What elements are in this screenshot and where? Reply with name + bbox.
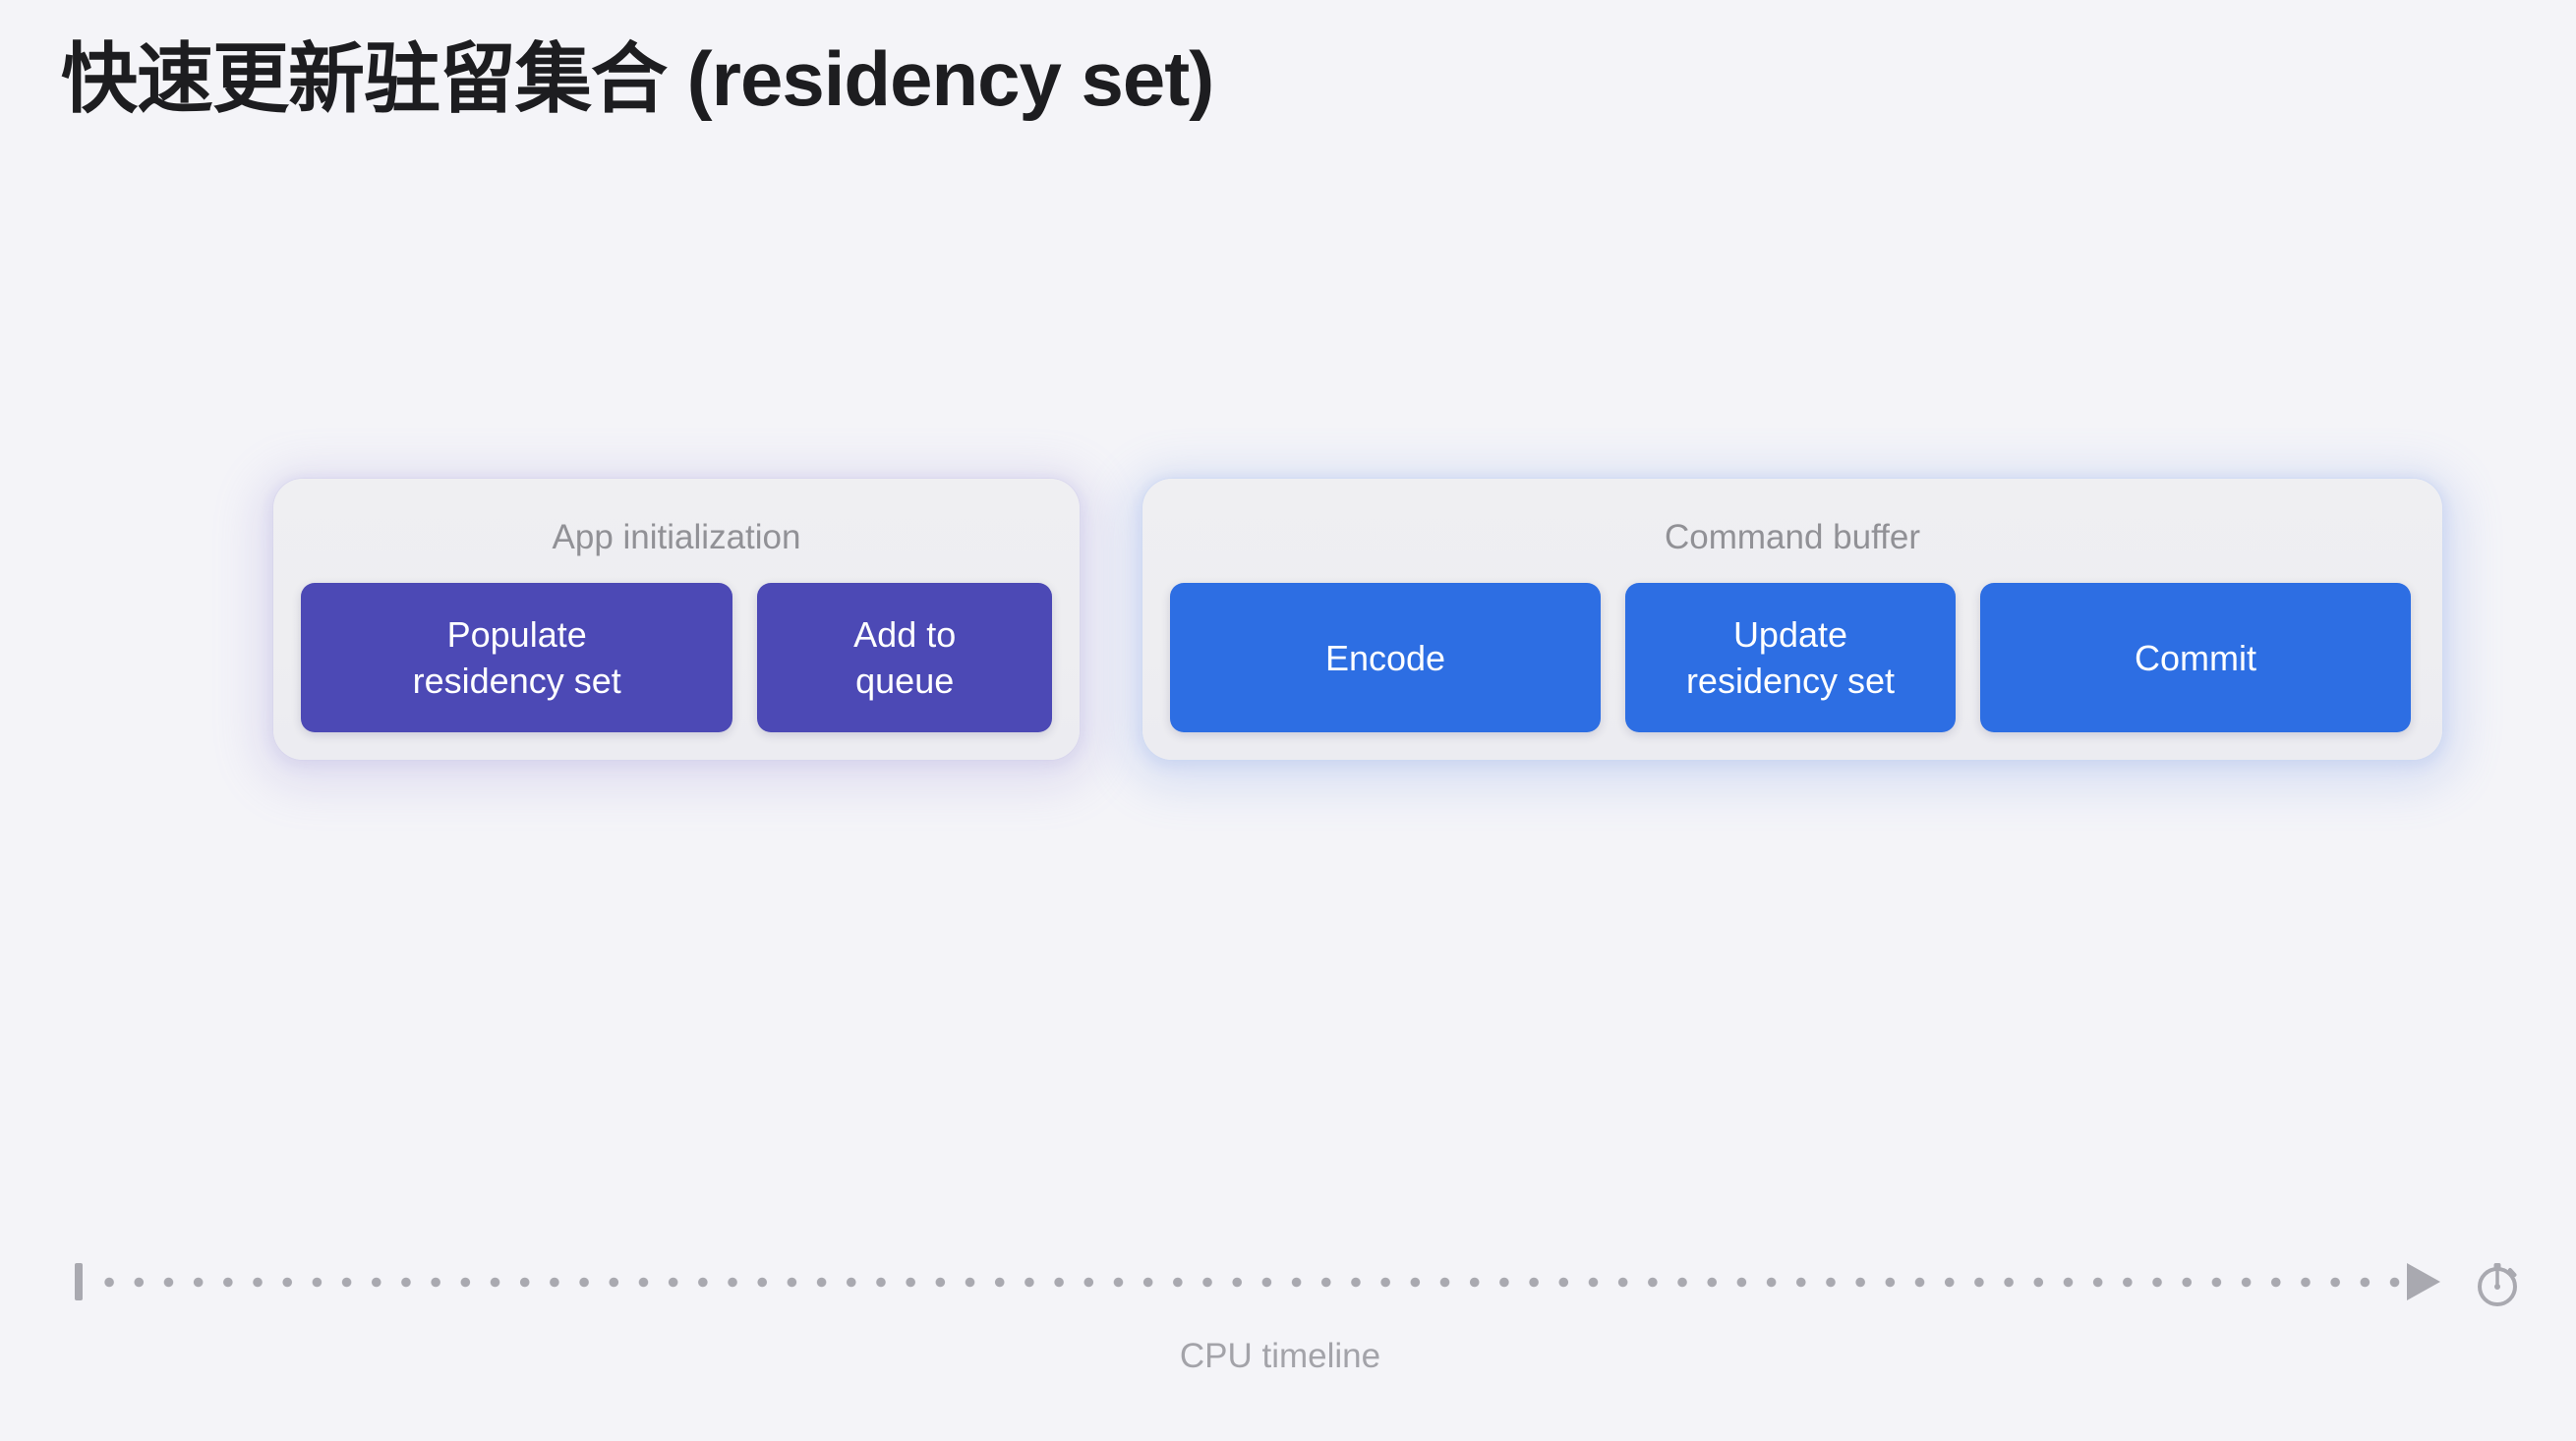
cpu-timeline-axis bbox=[0, 1263, 2576, 1322]
diagram-stage: App initialization Populate residency se… bbox=[0, 479, 2576, 764]
stage-box-label: Encode bbox=[1324, 637, 1446, 678]
stage-box-commit[interactable]: Commit bbox=[1980, 583, 2411, 732]
group-card-command-buffer: Command buffer Encode Update residency s… bbox=[1142, 479, 2442, 760]
cpu-timeline-label-wrap: CPU timeline bbox=[0, 1337, 2576, 1376]
timer-icon bbox=[2478, 1263, 2517, 1306]
stage-box-add-to-queue[interactable]: Add to queue bbox=[757, 583, 1052, 732]
stage-box-populate-residency-set[interactable]: Populate residency set bbox=[301, 583, 733, 732]
timeline-start-tick-icon bbox=[75, 1263, 83, 1300]
group-title-command-buffer: Command buffer bbox=[1664, 518, 1921, 556]
stage-box-label: Populate residency set bbox=[412, 614, 621, 701]
group-title-app-initialization: App initialization bbox=[552, 518, 801, 556]
cpu-timeline-label: CPU timeline bbox=[1179, 1337, 1381, 1375]
group-box-row-command-buffer: Encode Update residency set Commit bbox=[1170, 583, 2415, 732]
stage-box-update-residency-set[interactable]: Update residency set bbox=[1625, 583, 1956, 732]
timeline-arrow-icon bbox=[2407, 1263, 2440, 1300]
stage-box-label: Update residency set bbox=[1685, 614, 1896, 701]
page-title: 快速更新驻留集合 (residency set) bbox=[61, 35, 1214, 122]
group-box-row-app-initialization: Populate residency set Add to queue bbox=[301, 583, 1052, 732]
stage-box-label: Add to queue bbox=[853, 614, 957, 701]
group-card-app-initialization: App initialization Populate residency se… bbox=[273, 479, 1080, 760]
stage-box-encode[interactable]: Encode bbox=[1170, 583, 1601, 732]
stage-box-label: Commit bbox=[2135, 637, 2256, 678]
timeline-dotted-line bbox=[94, 1277, 2403, 1288]
